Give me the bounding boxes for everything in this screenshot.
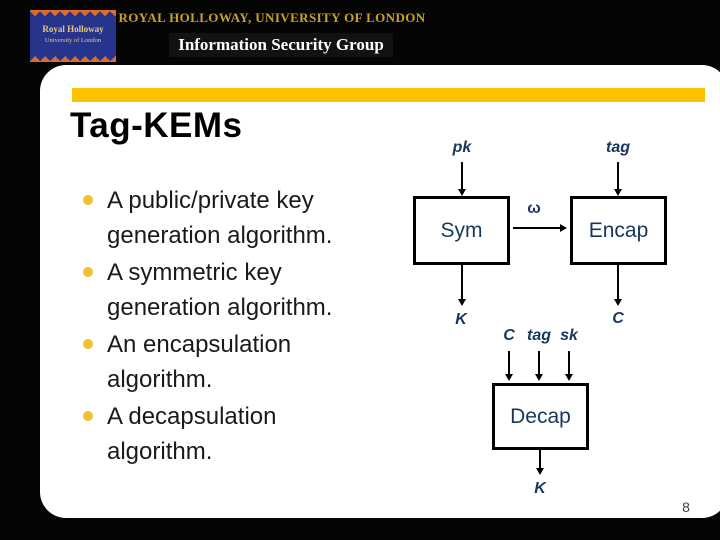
list-item: A symmetric key generation algorithm. xyxy=(83,255,365,325)
list-item: An encapsulation algorithm. xyxy=(83,327,365,397)
arrow-tag-to-decap-icon xyxy=(535,351,543,381)
arrow-sym-to-encap-icon xyxy=(513,224,567,232)
sym-box: Sym xyxy=(413,196,510,265)
arrow-encap-to-c-icon xyxy=(614,265,622,306)
group-title-wrap: Information Security Group xyxy=(131,33,431,57)
diagram-label-c-input: C xyxy=(503,327,515,344)
arrow-decap-to-k-icon xyxy=(536,449,544,475)
diagram-label-k-sym-output: K xyxy=(455,311,467,328)
logo-zigzag-top-icon xyxy=(30,10,116,16)
logo-zigzag-bottom-icon xyxy=(30,56,116,62)
bullet-text: A decapsulation algorithm. xyxy=(107,403,277,465)
diagram-label-pk: pk xyxy=(452,139,472,156)
arrow-sk-to-decap-icon xyxy=(565,351,573,381)
list-item: A decapsulation algorithm. xyxy=(83,399,365,469)
diagram-label-tag: tag xyxy=(606,139,630,156)
accent-bar xyxy=(72,88,705,102)
arrow-c-to-decap-icon xyxy=(505,351,513,381)
group-title: Information Security Group xyxy=(169,33,393,57)
content-panel xyxy=(40,65,720,518)
bullet-text: An encapsulation algorithm. xyxy=(107,331,292,393)
diagram-label-sk-input: sk xyxy=(560,327,578,344)
diagram-label-omega: ω xyxy=(527,200,541,217)
university-title: ROYAL HOLLOWAY, UNIVERSITY OF LONDON xyxy=(118,10,426,25)
arrow-sym-to-k-icon xyxy=(458,265,466,306)
logo-zigzag-right-icon xyxy=(110,10,116,62)
diagram-label-c-encap-output: C xyxy=(612,310,624,327)
arrow-pk-to-sym-icon xyxy=(458,162,466,196)
bullet-text: A symmetric key generation algorithm. xyxy=(107,259,333,321)
diagram-label-tag-input: tag xyxy=(527,327,551,344)
bullet-text: A public/private key generation algorith… xyxy=(107,187,333,249)
bullet-icon xyxy=(83,339,93,349)
bullet-icon xyxy=(83,195,93,205)
diagram-label-k-decap-output: K xyxy=(534,480,546,497)
logo-zigzag-left-icon xyxy=(30,10,36,62)
university-logo: Royal Holloway University of London xyxy=(30,10,116,62)
page-number: 8 xyxy=(682,499,690,515)
list-item: A public/private key generation algorith… xyxy=(83,183,365,253)
arrow-tag-to-encap-icon xyxy=(614,162,622,196)
decap-box: Decap xyxy=(492,383,589,450)
logo-text-line1: Royal Holloway xyxy=(42,24,104,34)
logo-text-line2: University of London xyxy=(44,37,102,44)
page-title: Tag-KEMs xyxy=(70,106,243,145)
bullet-icon xyxy=(83,267,93,277)
bullet-icon xyxy=(83,411,93,421)
bullet-list: A public/private key generation algorith… xyxy=(83,183,365,469)
encap-box: Encap xyxy=(570,196,667,265)
